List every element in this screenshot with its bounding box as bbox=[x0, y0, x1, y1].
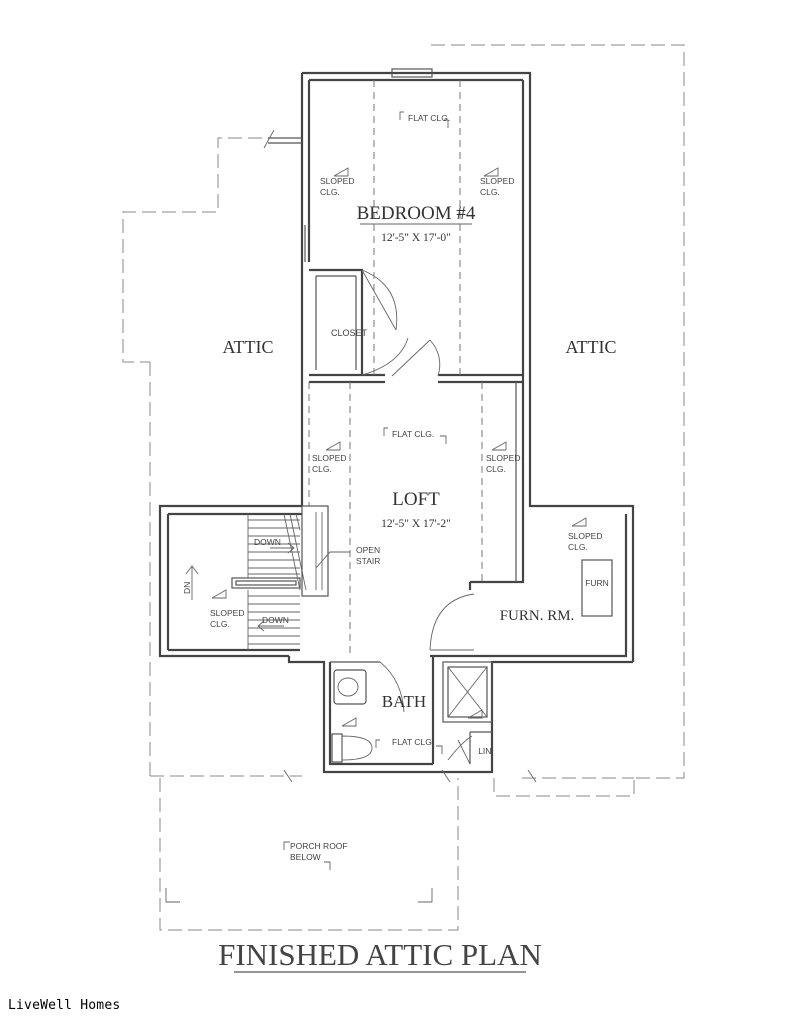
clg-bed-right: CLG. bbox=[480, 187, 500, 197]
clg-bed-left: CLG. bbox=[320, 187, 340, 197]
plan-title-group: FINISHED ATTIC PLAN bbox=[218, 937, 542, 973]
brand-name: LiveWell Homes bbox=[8, 998, 121, 1013]
break-marks bbox=[263, 129, 537, 783]
room-labels: BEDROOM #4 12'-5" X 17'-0" LOFT 12'-5" X… bbox=[223, 203, 617, 756]
furnace bbox=[581, 559, 613, 617]
sloped-loft-left: SLOPED bbox=[312, 453, 347, 463]
clg-loft-right: CLG. bbox=[486, 464, 506, 474]
bedroom-size: 12'-5" X 17'-0" bbox=[381, 232, 451, 244]
bath-label: BATH bbox=[382, 692, 426, 711]
roof-outline bbox=[122, 44, 685, 931]
clg-furn: CLG. bbox=[568, 542, 588, 552]
closet-label: CLOSET bbox=[331, 328, 368, 338]
attic-right-label: ATTIC bbox=[566, 337, 617, 357]
bath-fixtures bbox=[331, 669, 373, 763]
down-lower: DOWN bbox=[262, 615, 289, 625]
furn-label: FURN bbox=[585, 578, 609, 588]
flat-ceiling-brackets bbox=[283, 111, 449, 870]
sloped-bed-right: SLOPED bbox=[480, 176, 515, 186]
exterior-walls bbox=[158, 68, 635, 774]
flat-clg-bedroom: FLAT CLG. bbox=[408, 113, 450, 123]
plan-title: FINISHED ATTIC PLAN bbox=[218, 937, 542, 972]
stair-label: STAIR bbox=[356, 556, 380, 566]
doors bbox=[361, 269, 475, 765]
porch-corners bbox=[165, 888, 433, 903]
flat-clg-loft: FLAT CLG. bbox=[392, 429, 434, 439]
porch-below-label: BELOW bbox=[290, 852, 321, 862]
bedroom-name: BEDROOM #4 bbox=[357, 203, 476, 224]
clg-stair: CLG. bbox=[210, 619, 230, 629]
open-label: OPEN bbox=[356, 545, 380, 555]
loft-name: LOFT bbox=[392, 489, 440, 510]
staircase bbox=[185, 505, 350, 650]
loft-size: 12'-5" X 17'-2" bbox=[381, 518, 451, 530]
furn-room-label: FURN. RM. bbox=[500, 608, 575, 624]
flat-clg-bath: FLAT CLG. bbox=[392, 737, 434, 747]
down-upper: DOWN bbox=[254, 537, 281, 547]
sloped-stair: SLOPED bbox=[210, 608, 245, 618]
sloped-loft-right: SLOPED bbox=[486, 453, 521, 463]
clg-loft-left: CLG. bbox=[312, 464, 332, 474]
sloped-bed-left: SLOPED bbox=[320, 176, 355, 186]
slope-markers bbox=[211, 167, 587, 727]
ceiling-lines bbox=[308, 80, 483, 656]
porch-roof-label: PORCH ROOF bbox=[290, 841, 348, 851]
dn-label: DN bbox=[182, 582, 192, 594]
attic-left-label: ATTIC bbox=[223, 337, 274, 357]
ceiling-notes: FLAT CLG. FLAT CLG. FLAT CLG. SLOPED CLG… bbox=[182, 113, 603, 862]
interior-walls bbox=[304, 225, 523, 764]
linen-label: LIN. bbox=[478, 746, 494, 756]
sloped-furn: SLOPED bbox=[568, 531, 603, 541]
